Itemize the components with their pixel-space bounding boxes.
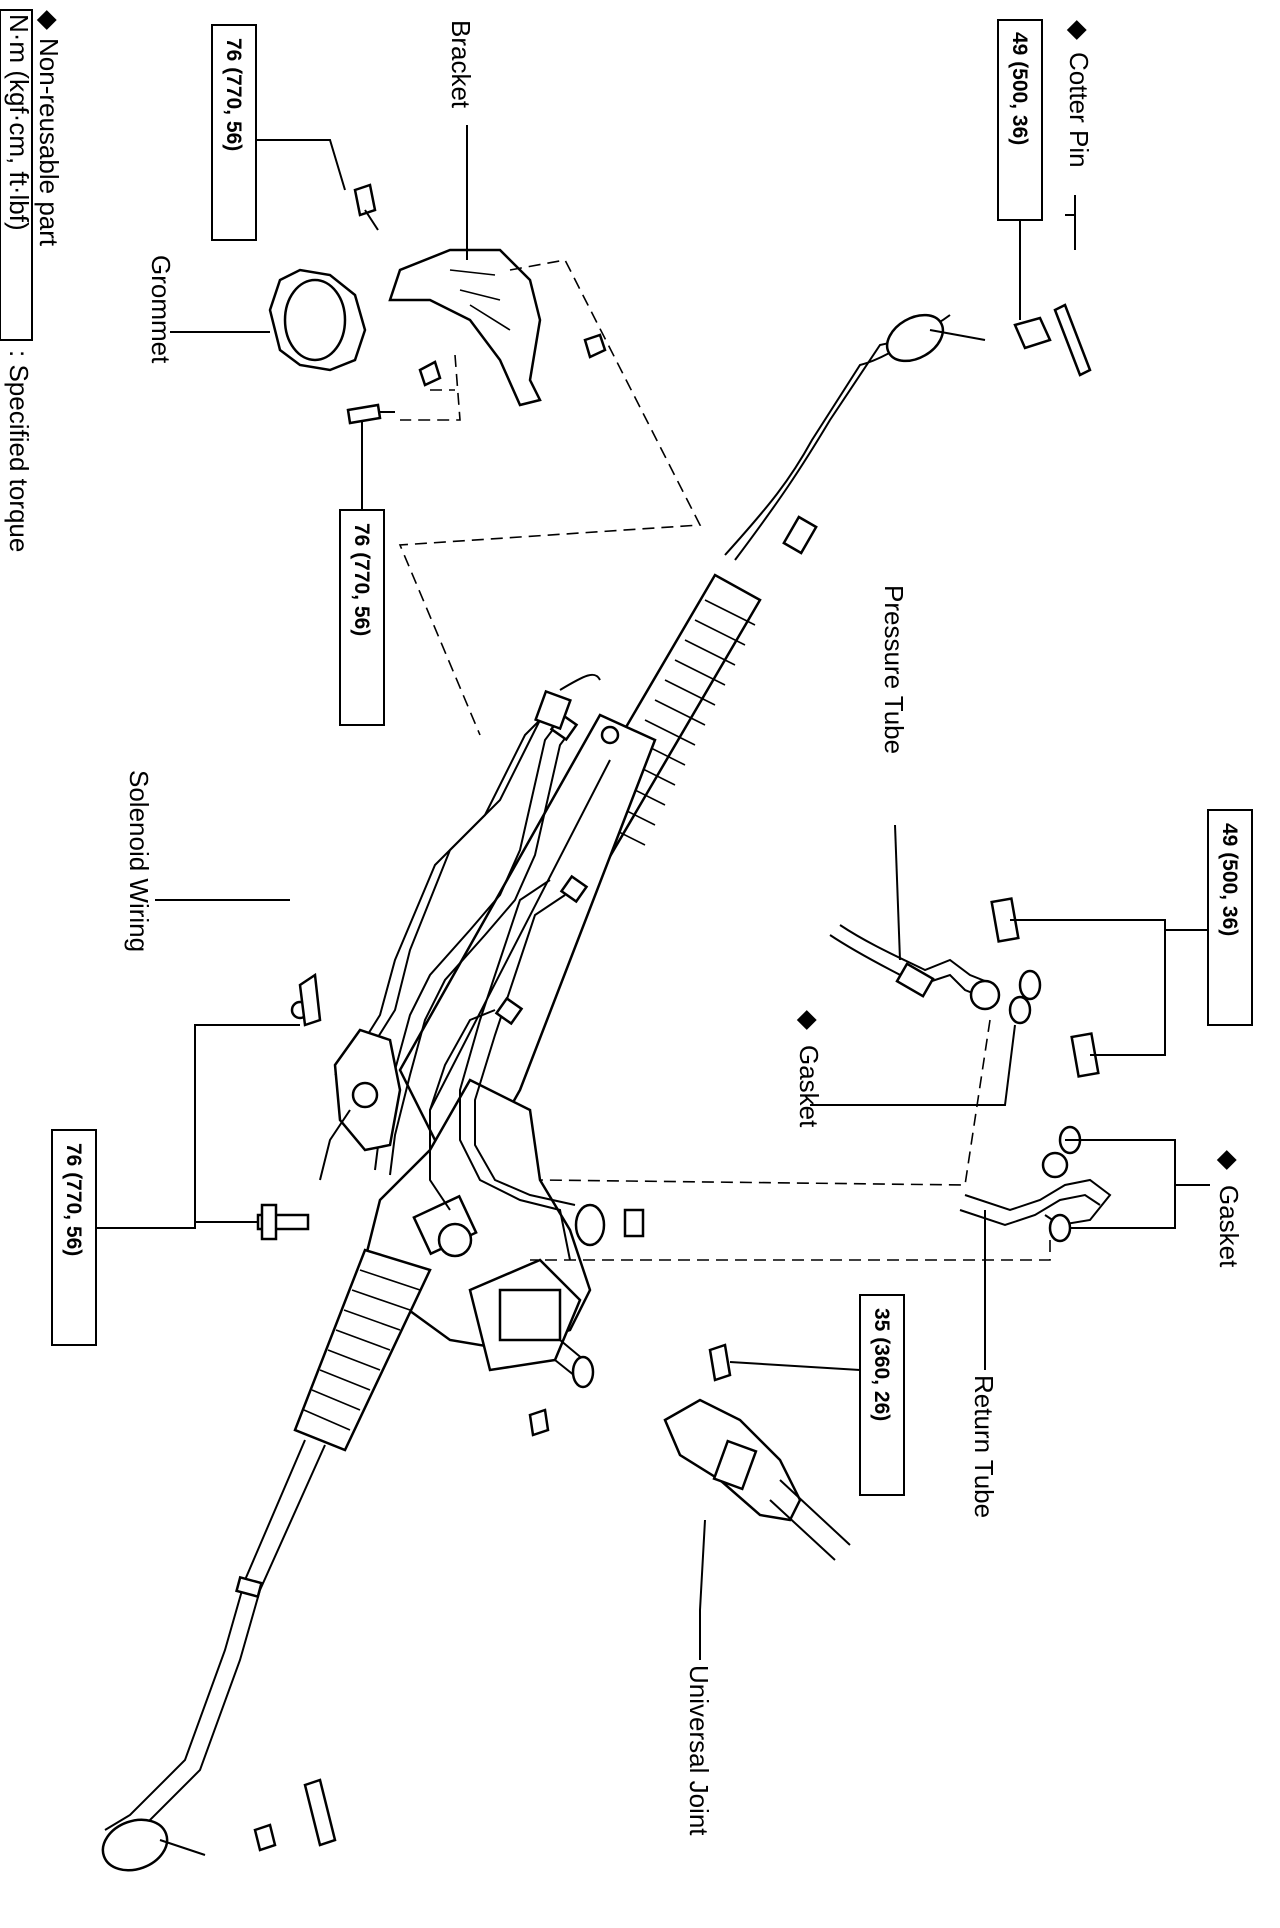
- torque-cotter-nut: 49 (500, 36): [1008, 32, 1031, 145]
- cotter-pin-group: [1013, 214, 1092, 377]
- label-return-tube: Return Tube: [969, 1375, 999, 1518]
- union-parts: [574, 897, 1100, 1247]
- label-gasket-1: Gasket: [794, 1045, 824, 1128]
- torque-box-union-bolts: [1207, 809, 1253, 1026]
- gear-housing: [363, 1078, 595, 1389]
- legend-nonreusable-mark: ◆: [34, 10, 64, 30]
- label-universal-joint: Universal Joint: [684, 1665, 714, 1836]
- return-tube-part: [959, 1151, 1112, 1227]
- legend: N·m (kgf·cm, ft·lbf) : Specified torque …: [0, 9, 64, 552]
- label-gasket-2: Gasket: [1214, 1185, 1244, 1268]
- tie-rod-end-left: [101, 1818, 169, 1872]
- torque-box-cotter-nut: [997, 19, 1043, 221]
- label-grommet: Grommet: [146, 255, 176, 364]
- torque-mount-bolt: 76 (770, 56): [62, 1143, 85, 1256]
- boot-left: [293, 1248, 432, 1452]
- rack-tube: [398, 713, 657, 1172]
- torque-bracket-lower: 76 (770, 56): [350, 523, 373, 636]
- solenoid-assembly: [290, 673, 620, 1181]
- bracket-part: [388, 248, 542, 407]
- bracket-group: [346, 183, 702, 736]
- label-cotter-pin-mark: ◆: [1064, 20, 1094, 40]
- torque-bracket-upper: 76 (770, 56): [222, 38, 245, 151]
- torque-boxes: 49 (500, 36) 76 (770, 56) 76 (770, 56) 4…: [51, 19, 1253, 1496]
- label-cotter-pin: Cotter Pin: [1064, 52, 1094, 168]
- universal-joint-part: [663, 1343, 851, 1561]
- castle-nut: [1013, 316, 1052, 350]
- mount-bolts: [253, 972, 550, 1852]
- label-pressure-tube: Pressure Tube: [879, 585, 909, 754]
- torque-box-joint-bolt: [859, 1294, 905, 1496]
- legend-torque-desc: : Specified torque: [4, 350, 34, 552]
- label-solenoid-wiring: Solenoid Wiring: [124, 770, 154, 952]
- rack-housing: [101, 313, 986, 1872]
- grommet-part: [268, 268, 367, 372]
- label-gasket-2-mark: ◆: [1214, 1150, 1244, 1170]
- hydraulic-lines: [374, 712, 589, 1261]
- labels: ◆ Cotter Pin Bracket Grommet Pressure Tu…: [124, 20, 1244, 1836]
- torque-union-bolts: 49 (500, 36): [1218, 823, 1241, 936]
- legend-torque-unit: N·m (kgf·cm, ft·lbf): [4, 14, 34, 231]
- cotter-pin-part: [1053, 303, 1092, 377]
- torque-box-mount-bolt: [51, 1129, 97, 1346]
- legend-torque-box: [0, 9, 33, 341]
- label-bracket: Bracket: [446, 20, 476, 109]
- torque-joint-bolt: 35 (360, 26): [870, 1308, 893, 1421]
- torque-box-bracket-lower: [339, 509, 385, 726]
- pressure-tube-part: [829, 924, 1001, 1011]
- torque-box-bracket-upper: [211, 24, 257, 241]
- tie-rod-end-right: [885, 313, 945, 363]
- label-gasket-1-mark: ◆: [794, 1010, 824, 1030]
- legend-nonreusable-desc: Non-reusable part: [34, 38, 64, 247]
